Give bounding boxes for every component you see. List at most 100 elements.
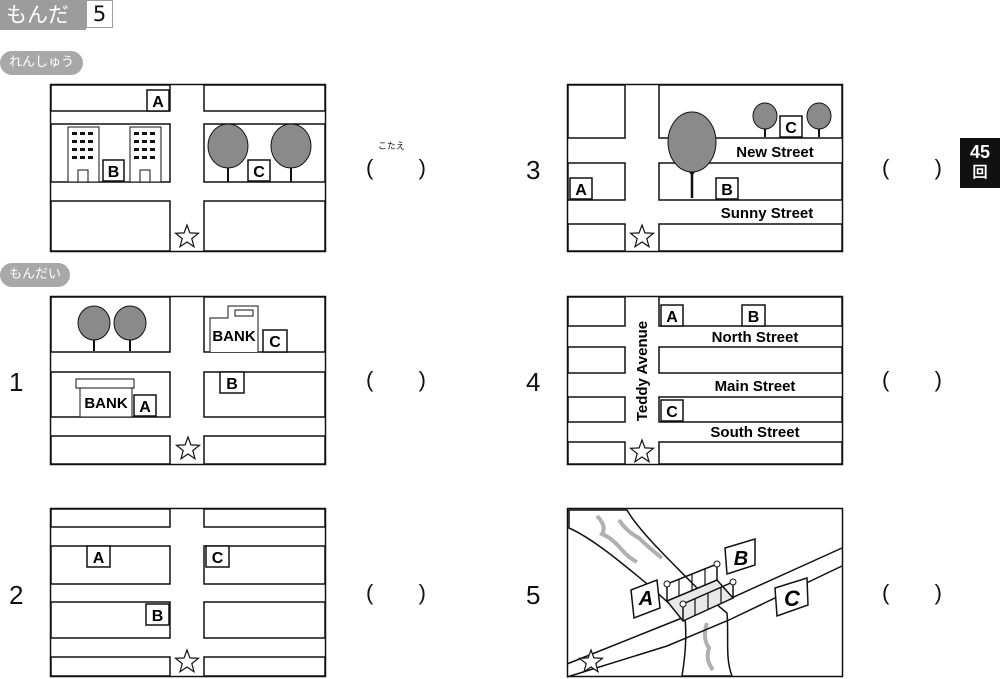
label-b: B: [741, 304, 766, 327]
svg-text:A: A: [93, 550, 105, 567]
lesson-tab: 45 回: [960, 138, 1000, 188]
label-c: C: [774, 576, 809, 618]
bank-building-icon: BANK: [209, 305, 259, 352]
answer-box-3[interactable]: (): [882, 155, 942, 185]
tree-icon: [207, 123, 249, 182]
label-a: A: [133, 394, 157, 417]
svg-text:C: C: [253, 164, 265, 181]
map-3: C New Street B A Sunny Street: [566, 83, 844, 253]
header-number: 5: [86, 0, 113, 28]
street-name-south: South Street: [710, 424, 799, 441]
bank-building-icon: BANK: [75, 378, 135, 418]
svg-text:A: A: [575, 182, 587, 199]
label-a: A: [630, 578, 661, 620]
answer-box-2[interactable]: (): [366, 580, 426, 610]
svg-text:BANK: BANK: [212, 328, 255, 345]
label-a: A: [86, 545, 111, 568]
bridge-icon: [663, 560, 737, 622]
svg-text:C: C: [666, 404, 678, 421]
street-name-north: North Street: [712, 329, 799, 346]
answer-box-4[interactable]: (): [882, 367, 942, 397]
paren-close: ): [934, 155, 942, 180]
map-2: A B C: [49, 507, 327, 678]
answer-box-5[interactable]: (): [882, 580, 942, 610]
label-b: B: [715, 177, 739, 200]
paren-open: (: [366, 367, 374, 392]
paren-open: (: [882, 155, 890, 180]
question-number-2: 2: [9, 580, 24, 610]
map-4: Teddy Avenue A B North Street Main Stree…: [566, 295, 844, 466]
paren-open: (: [366, 580, 374, 605]
label-a: A: [146, 89, 170, 112]
question-number-1: 1: [9, 367, 24, 397]
star-icon: [628, 223, 656, 249]
paren-close: ): [418, 367, 426, 392]
street-name-new: New Street: [736, 144, 814, 161]
paren-open: (: [882, 580, 890, 605]
map-practice: A B C: [49, 83, 327, 253]
map-1: BANK BANK A B C: [49, 295, 327, 466]
label-a: A: [660, 304, 684, 327]
lesson-number: 45: [969, 142, 991, 162]
label-c: C: [247, 159, 271, 182]
worksheet-header: もんだい 5: [0, 0, 113, 57]
star-icon: [628, 438, 656, 464]
svg-text:A: A: [139, 399, 151, 416]
tree-icon: [667, 111, 717, 198]
label-b: B: [145, 603, 170, 626]
svg-text:A: A: [152, 94, 164, 111]
river: [568, 509, 734, 677]
street-name-main: Main Street: [715, 378, 796, 395]
svg-text:BANK: BANK: [84, 395, 127, 412]
svg-text:C: C: [784, 586, 801, 611]
svg-text:B: B: [108, 164, 120, 181]
star-icon: [173, 223, 201, 249]
svg-text:C: C: [269, 334, 281, 351]
paren-close: ): [418, 155, 426, 180]
star-icon: [174, 435, 202, 461]
label-c: C: [205, 545, 230, 568]
office-building-icon: [129, 126, 162, 183]
street-name-sunny: Sunny Street: [721, 205, 814, 222]
label-c: C: [779, 115, 803, 138]
paren-close: ): [934, 367, 942, 392]
svg-text:A: A: [638, 588, 653, 610]
tree-icon: [77, 305, 111, 351]
tree-icon: [752, 102, 778, 137]
svg-text:B: B: [152, 608, 164, 625]
problems-label: もんだい: [0, 263, 71, 287]
paren-open: (: [882, 367, 890, 392]
label-b: B: [724, 537, 756, 576]
tree-icon: [806, 102, 832, 137]
avenue-name-teddy: Teddy Avenue: [634, 321, 651, 421]
office-building-icon: [67, 126, 100, 183]
tree-icon: [113, 305, 147, 351]
svg-text:C: C: [785, 120, 797, 137]
svg-text:B: B: [748, 309, 760, 326]
map-5: A B C: [566, 507, 844, 678]
svg-text:C: C: [212, 550, 224, 567]
label-b: B: [219, 371, 245, 394]
svg-text:B: B: [226, 376, 238, 393]
star-icon: [173, 648, 201, 674]
svg-text:B: B: [721, 182, 733, 199]
answer-box-1[interactable]: (): [366, 367, 426, 397]
header-title: もんだい: [0, 0, 86, 57]
question-number-3: 3: [526, 155, 541, 185]
practice-label: れんしゅう: [0, 51, 84, 75]
label-a: A: [569, 177, 593, 200]
star-icon: [577, 648, 605, 674]
label-c: C: [660, 399, 684, 422]
question-number-4: 4: [526, 367, 541, 397]
answer-box-practice[interactable]: (): [366, 155, 426, 185]
paren-close: ): [418, 580, 426, 605]
lesson-unit: 回: [972, 164, 988, 181]
paren-close: ): [934, 580, 942, 605]
svg-text:A: A: [666, 309, 678, 326]
question-number-5: 5: [526, 580, 541, 610]
paren-open: (: [366, 155, 374, 180]
label-c: C: [262, 329, 288, 353]
label-b: B: [102, 159, 125, 182]
svg-text:B: B: [734, 548, 748, 570]
answer-hint: こたえ: [378, 142, 406, 152]
